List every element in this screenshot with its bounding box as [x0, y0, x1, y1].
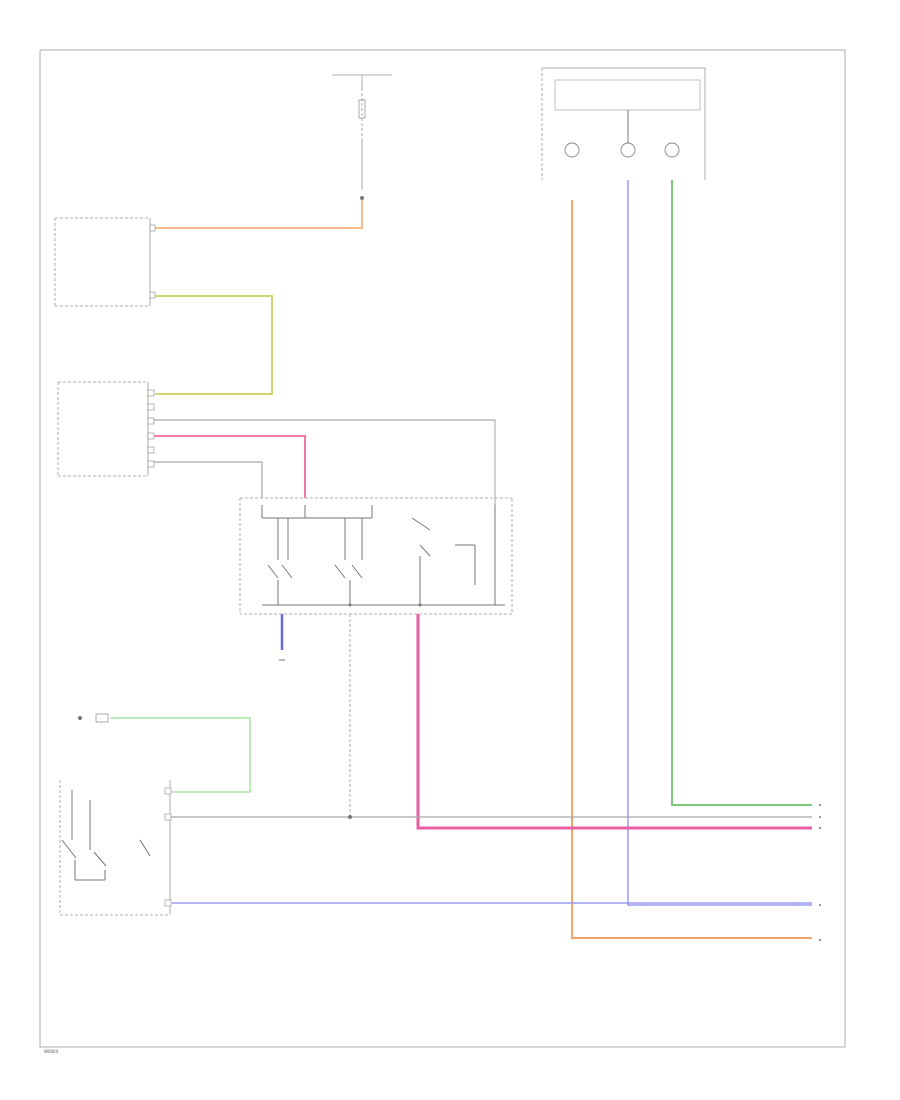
diagram-border [39, 49, 846, 1048]
wire-pink-bcm [154, 435, 306, 498]
wire-orange-sensor-feed [155, 200, 363, 229]
fuse-feed-top [332, 74, 392, 200]
indicator-lamp-3-icon [664, 142, 680, 158]
wire-blue-cluster [627, 180, 812, 906]
wire-gray-bcm-row1 [154, 419, 496, 505]
ignition-feed [78, 713, 109, 723]
page-label: W0004 [44, 1049, 59, 1054]
wire-green-cluster [671, 180, 812, 806]
wire-orange-cluster [571, 200, 812, 939]
headlamp-switch-assembly [239, 497, 513, 615]
wire-gray-bcm [154, 461, 263, 498]
wire-pink-headlamp [416, 614, 812, 830]
indicator-lamp-2-icon [620, 142, 636, 158]
light-sensor-module [54, 217, 156, 307]
wire-yellow-sensor-signal [155, 295, 273, 395]
multifunction-switch [59, 780, 172, 916]
indicator-lamp-1-icon [564, 142, 580, 158]
body-control-module [57, 381, 155, 477]
wire-lightgreen-ignition [110, 717, 251, 793]
instrument-cluster [541, 67, 706, 180]
right-terminal-markers [819, 804, 821, 941]
splice-node [348, 815, 352, 819]
